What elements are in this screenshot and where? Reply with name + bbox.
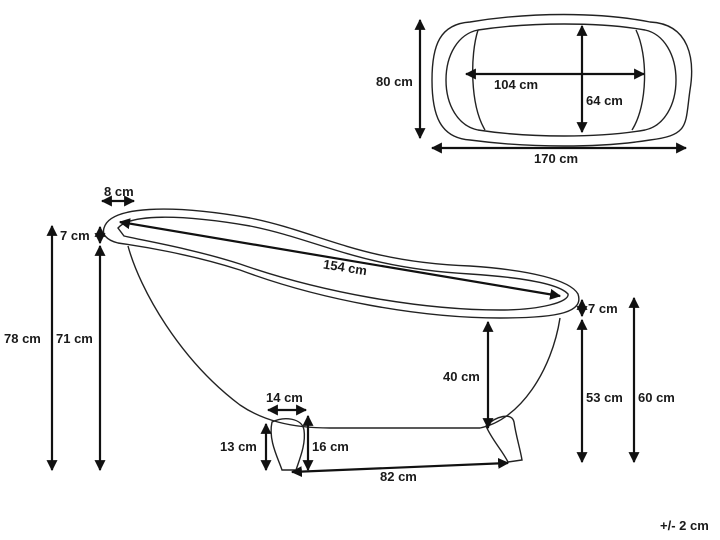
rim-right-label: 7 cm [588, 301, 618, 316]
tolerance-note: +/- 2 cm [660, 518, 709, 533]
top-inner-length-label: 104 cm [494, 77, 538, 92]
rim-left-label: 7 cm [60, 228, 90, 243]
inner-depth-label: 40 cm [443, 369, 480, 384]
top-inner-width-label: 64 cm [586, 93, 623, 108]
left-foot [270, 418, 306, 471]
inner-length-label: 154 cm [322, 257, 368, 279]
body-height-label: 71 cm [56, 331, 93, 346]
top-view-inner-curve-right [631, 29, 646, 131]
top-view-inner-basin [445, 23, 677, 137]
side-view: 8 cm 7 cm 78 cm 71 cm 154 cm 7 cm 40 cm … [4, 184, 675, 484]
top-view-outer-rim [431, 13, 693, 147]
foot-width-label: 14 cm [266, 390, 303, 405]
foot-clearance-label: 13 cm [220, 439, 257, 454]
rim-width-label: 8 cm [104, 184, 134, 199]
top-width-label: 80 cm [376, 74, 413, 89]
top-view-inner-curve-left [472, 29, 486, 131]
foot-spacing-label: 82 cm [380, 469, 417, 484]
top-length-label: 170 cm [534, 151, 578, 166]
right-height-label: 53 cm [586, 390, 623, 405]
right-total-label: 60 cm [638, 390, 675, 405]
right-foot [485, 415, 523, 463]
total-height-label: 78 cm [4, 331, 41, 346]
foot-spacing-arrow [290, 457, 510, 478]
top-view: 170 cm 80 cm 104 cm 64 cm [376, 13, 693, 166]
foot-height-label: 16 cm [312, 439, 349, 454]
inner-length-arrow [118, 218, 562, 300]
